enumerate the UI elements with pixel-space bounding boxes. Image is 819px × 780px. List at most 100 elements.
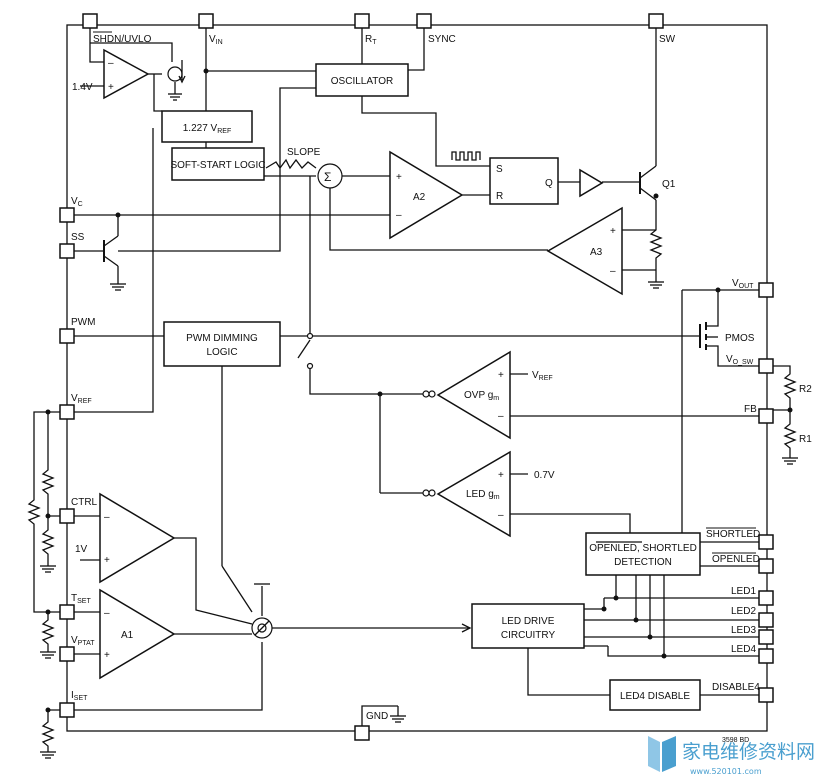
label-disable4: DISABLE4 (712, 682, 760, 693)
ctrl-amplifier (99, 492, 176, 584)
label-ovp-vref: VREF (532, 370, 553, 382)
pins (59, 13, 774, 741)
label-1v: 1V (75, 544, 88, 555)
label-a2: A2 (413, 192, 426, 203)
component-labels: 1.4V SLOPE + – A2 + – A3 Q1 PMOS R2 R1 O… (72, 82, 812, 744)
detection-label-2: DETECTION (614, 557, 672, 568)
ctrl-plus-label: + (104, 555, 110, 566)
pin-vin (198, 13, 214, 29)
a1-minus-label: – (104, 608, 110, 619)
led-drive-label-1: LED DRIVE (502, 616, 555, 627)
a2-minus-label: – (396, 210, 402, 221)
a3-minus-label: – (610, 266, 616, 277)
gate-driver-buffer (579, 168, 604, 198)
uvlo-plus-label: + (108, 82, 114, 93)
pin-labels: SHDN/UVLO VIN RT SYNC SW VC SS PWM VREF … (71, 31, 760, 722)
pin-led3 (758, 629, 774, 645)
label-rt: RT (365, 34, 377, 46)
uvlo-comparator (103, 48, 150, 100)
pin-shdn-uvlo (82, 13, 98, 29)
label-fb: FB (744, 404, 757, 415)
latch-q-label: Q (545, 178, 553, 189)
watermark-url: www.520101.com (690, 767, 762, 776)
label-led1: LED1 (731, 586, 756, 597)
pin-sync (416, 13, 432, 29)
ovp-minus-label: – (498, 411, 504, 422)
detection-label-1: OPENLED, SHORTLED (589, 543, 697, 554)
sigma-label: Σ (324, 170, 331, 184)
led4-disable-label: LED4 DISABLE (620, 691, 690, 702)
label-a1: A1 (121, 630, 134, 641)
label-a3: A3 (590, 247, 603, 258)
pin-disable4 (758, 687, 774, 703)
top-wiring (72, 28, 664, 413)
oscillator-block (315, 63, 409, 97)
led-drive-block (471, 603, 585, 649)
a2-plus-label: + (396, 172, 402, 183)
pin-ss (59, 243, 75, 259)
soft-start-block (171, 147, 265, 181)
label-pwm: PWM (71, 317, 95, 328)
ctrl-minus-label: – (104, 512, 110, 523)
label-q1: Q1 (662, 179, 676, 190)
led-gm-amplifier (436, 450, 511, 538)
pin-led4 (758, 648, 774, 664)
label-ctrl: CTRL (71, 497, 98, 508)
label-vo-sw: VO_SW (726, 354, 754, 366)
label-tset: TSET (71, 593, 91, 605)
oscillator-label: OSCILLATOR (331, 76, 393, 87)
pin-iset (59, 702, 75, 718)
a3-plus-label: + (610, 226, 616, 237)
led4-disable-block (609, 679, 701, 711)
latch-s-label: S (496, 164, 503, 175)
led-drive-label-2: CIRCUITRY (501, 630, 556, 641)
pwm-dimming-block (163, 321, 281, 367)
left-analog-wiring (27, 411, 472, 759)
soft-start-label: SOFT-START LOGIC (170, 160, 265, 171)
label-slope: SLOPE (287, 147, 321, 158)
label-vref: VREF (71, 393, 92, 405)
label-vptat: VPTAT (71, 635, 95, 647)
label-sw: SW (659, 34, 676, 45)
pin-vref (59, 404, 75, 420)
pin-vout (758, 282, 774, 298)
junction-dots (45, 68, 793, 713)
reference-block (161, 110, 253, 143)
label-vin: VIN (209, 34, 223, 46)
pin-sw (648, 13, 664, 29)
ovp-plus-label: + (498, 370, 504, 381)
label-led-gm: LED gm (466, 489, 500, 501)
label-pmos: PMOS (725, 333, 755, 344)
label-openled: OPENLED (712, 554, 760, 565)
pin-tset (59, 604, 75, 620)
pin-rt (354, 13, 370, 29)
pin-pwm (59, 328, 75, 344)
led-gm-plus-label: + (498, 470, 504, 481)
label-r2: R2 (799, 384, 812, 395)
detection-block (585, 532, 701, 576)
label-1p4v: 1.4V (72, 82, 93, 93)
pwm-dimming-label-1: PWM DIMMING (186, 333, 258, 344)
amplifier-a3 (546, 206, 623, 296)
book-logo-icon (648, 736, 660, 772)
summing-node (317, 163, 343, 189)
pin-ctrl (59, 508, 75, 524)
pin-vo-sw (758, 358, 774, 374)
pmos-wiring (510, 289, 798, 533)
label-r1: R1 (799, 434, 812, 445)
pin-openled (758, 558, 774, 574)
label-0p7v: 0.7V (534, 470, 555, 481)
amplifier-a1 (99, 588, 176, 680)
ss-transistor (72, 215, 126, 291)
watermark-cn: 家电维修资料网 (682, 741, 815, 763)
a1-plus-label: + (104, 650, 110, 661)
pwm-dimming-label-2: LOGIC (206, 347, 237, 358)
label-iset: ISET (71, 690, 88, 702)
pin-fb (758, 408, 774, 424)
ovp-output-terminal (422, 390, 430, 398)
watermark: 家电维修资料网 www.520101.com (648, 736, 815, 776)
label-led2: LED2 (731, 606, 756, 617)
led-gm-output-terminal (422, 489, 430, 497)
label-vout: VOUT (732, 278, 754, 290)
